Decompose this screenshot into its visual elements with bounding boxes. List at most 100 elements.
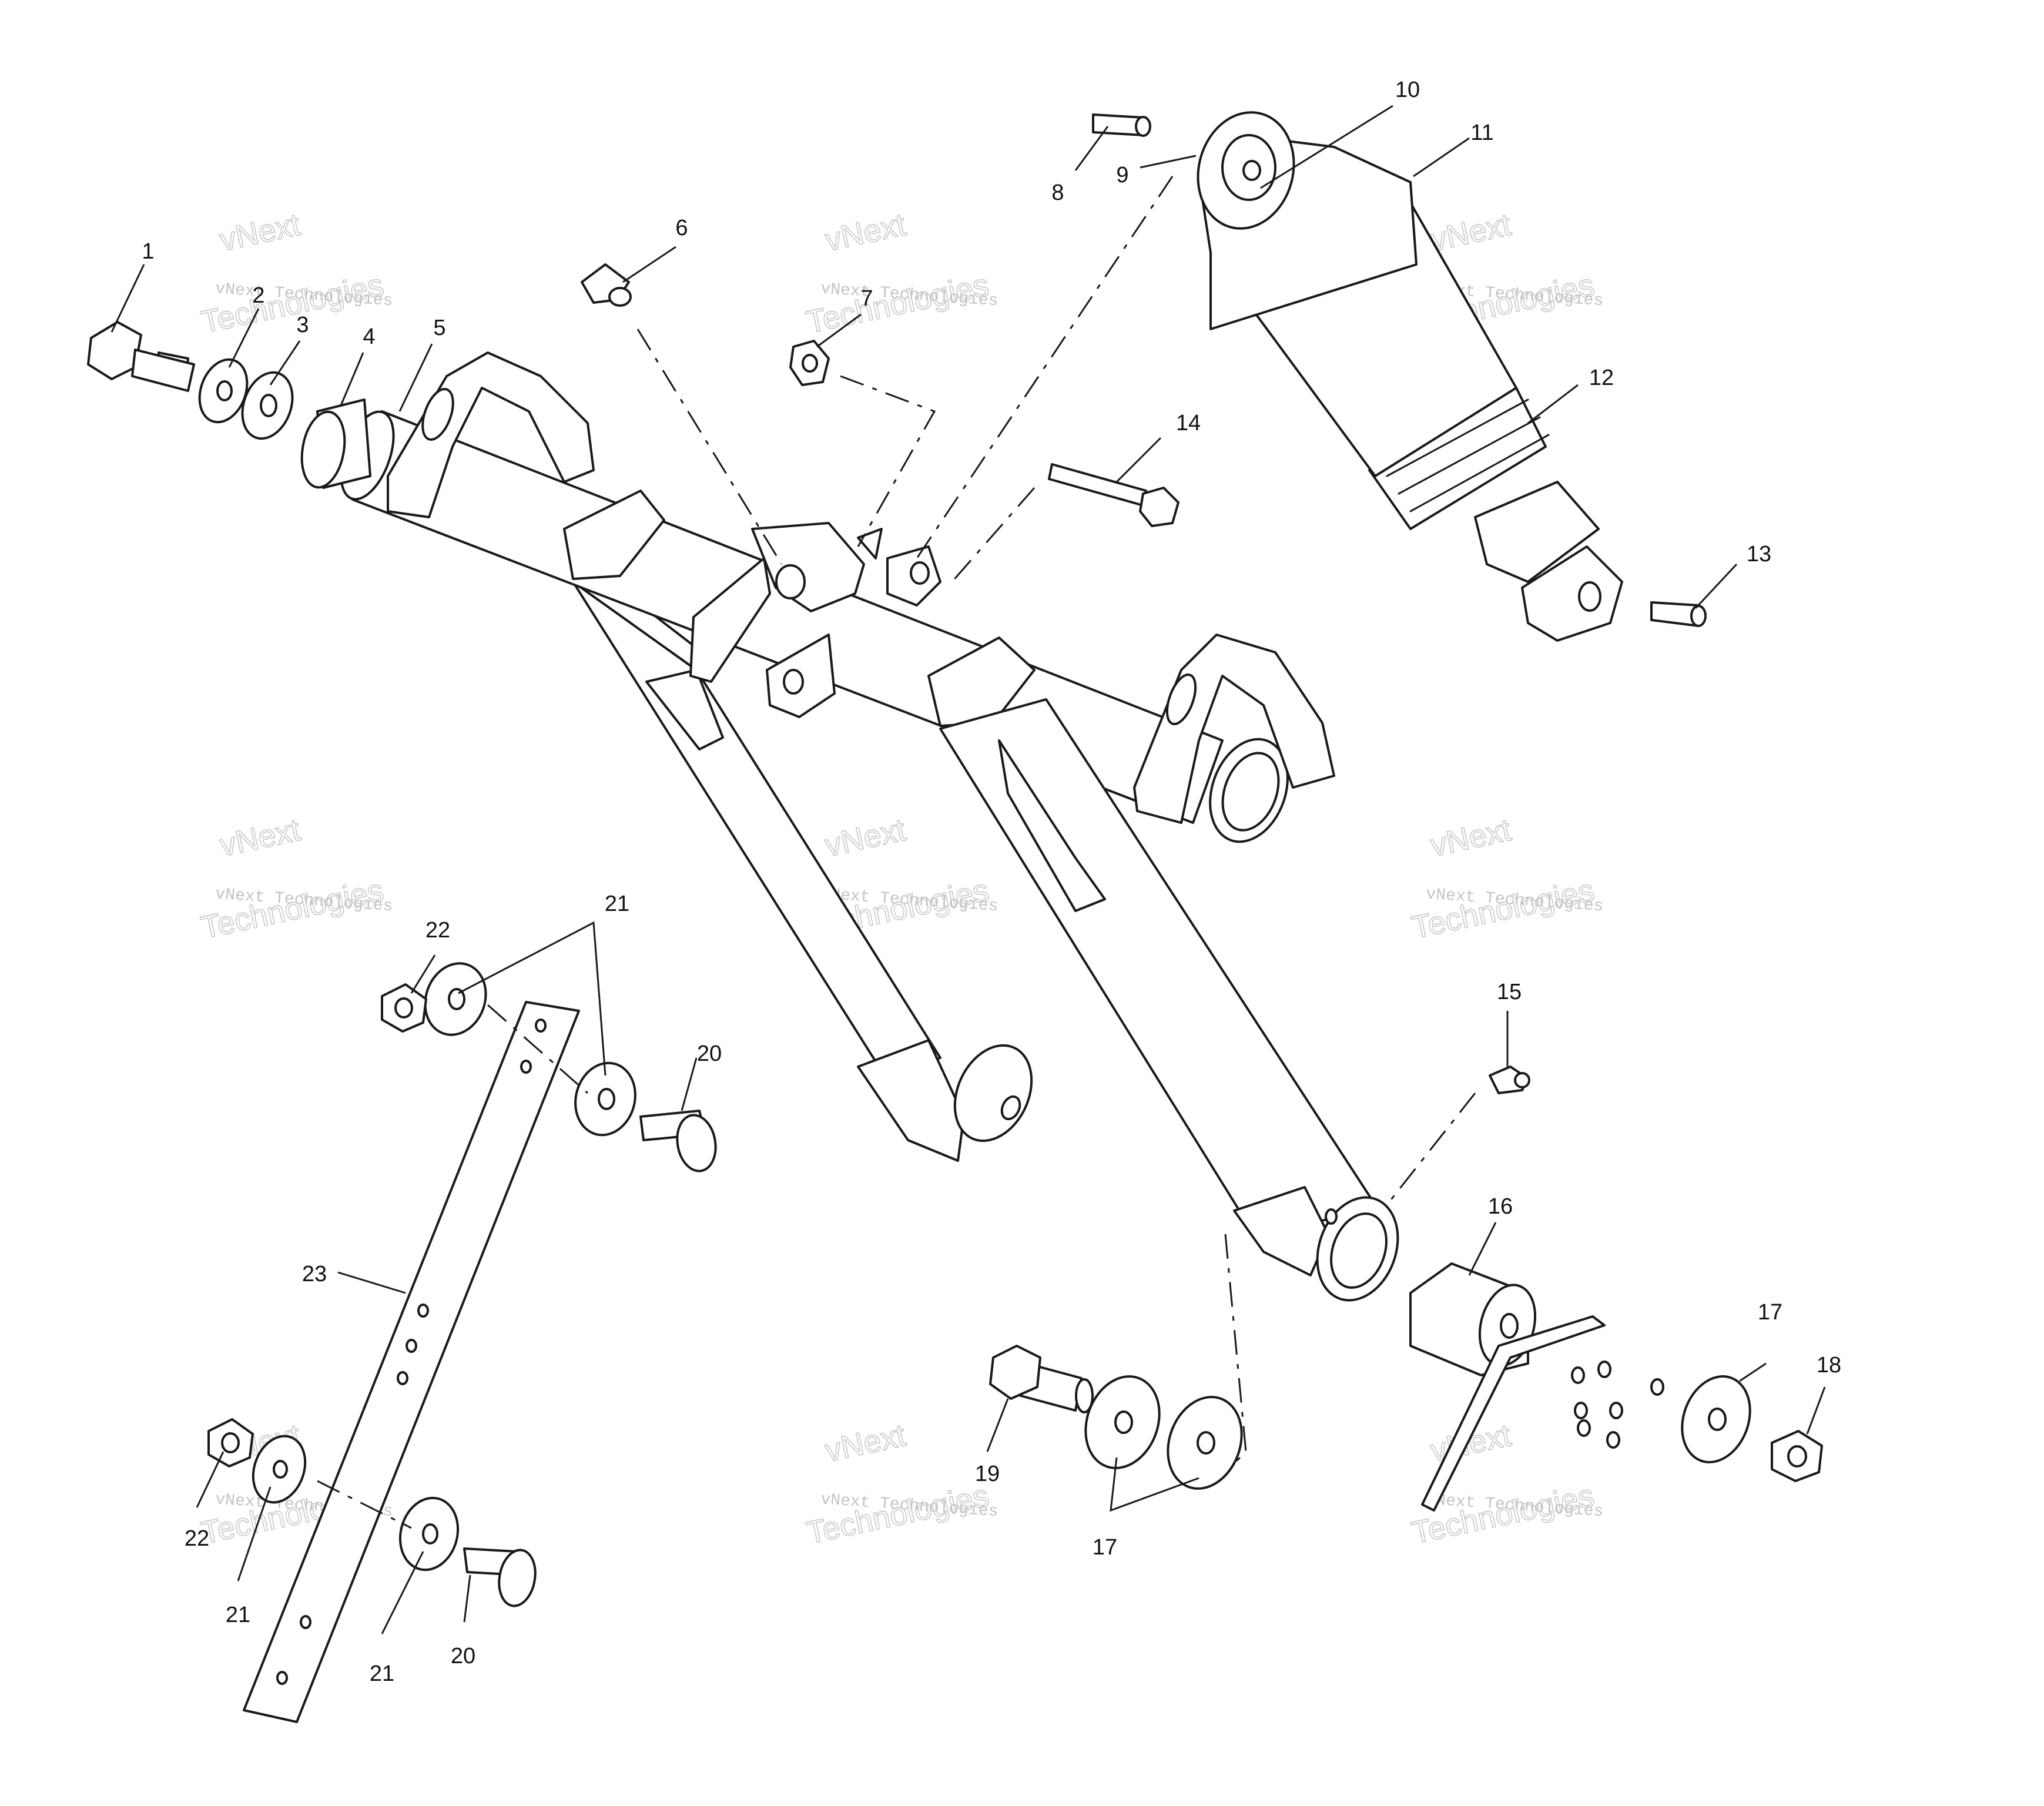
assembly-line-17: [1224, 1234, 1247, 1465]
watermark-line1: vNext: [217, 207, 304, 258]
watermark: vNext vNext Technologies Technologies: [803, 1417, 998, 1552]
leader-4: [340, 352, 364, 406]
part-15-grease-fitting: [1489, 1065, 1530, 1094]
part-21-washer-a: [424, 962, 487, 1036]
watermark-line3: Technologies: [1409, 873, 1597, 946]
part-17-washer-right: [1681, 1375, 1751, 1463]
swing-arm-left-gusset: [645, 669, 724, 750]
swing-arm-right-small-hole: [1325, 1208, 1338, 1225]
callout-17-left: 17: [1093, 1535, 1117, 1560]
watermark: vNext vNext Technologies Technologies: [803, 206, 998, 341]
callout-21-lower-right: 21: [370, 1661, 394, 1686]
part-20-pin-upper: [639, 1110, 717, 1172]
callout-22-lower: 22: [185, 1526, 209, 1551]
swing-arm: [340, 351, 1399, 1302]
leader-16: [1468, 1222, 1497, 1276]
leader-6: [622, 246, 676, 283]
part-shim-plate: [1421, 1315, 1664, 1512]
leader-23: [337, 1271, 406, 1294]
assembly-lines: [317, 176, 1476, 1529]
assembly-line-strap-lower: [317, 1480, 412, 1529]
callout-23: 23: [302, 1262, 327, 1286]
leader-12: [1527, 384, 1579, 424]
leader-20-lower: [463, 1574, 471, 1623]
cross-tube: [351, 410, 1224, 824]
watermark-line1: vNext: [822, 1418, 909, 1469]
assembly-line-6: [636, 329, 783, 565]
callout-13: 13: [1747, 542, 1771, 567]
callout-19: 19: [975, 1462, 1000, 1486]
leader-9: [1140, 155, 1197, 169]
cross-tube-right-bore: [1221, 752, 1280, 832]
leader-18: [1806, 1386, 1826, 1435]
part-1-bolt: [87, 321, 195, 392]
part-19-bolt: [989, 1345, 1094, 1413]
shock-mount-plate-hole: [783, 669, 804, 695]
part-7-nut: [789, 340, 830, 386]
callout-16: 16: [1488, 1194, 1513, 1219]
callout-6: 6: [675, 216, 688, 240]
assembly-line-strap-upper: [487, 1004, 588, 1094]
leader-5: [398, 343, 433, 412]
leader-13: [1694, 563, 1738, 609]
leader-3: [269, 340, 301, 386]
leader-22-upper: [410, 954, 436, 994]
assembly-line-15: [1386, 1093, 1476, 1205]
shock-ring-1: [1386, 398, 1529, 477]
callout-17-right: 17: [1758, 1300, 1782, 1325]
watermark-line3: Technologies: [198, 873, 387, 946]
leader-21-lower-left: [237, 1486, 272, 1581]
callout-11: 11: [1470, 120, 1493, 145]
watermark-line3: Technologies: [803, 1478, 992, 1551]
callout-21-lower-left: 21: [226, 1603, 250, 1627]
leader-17-right: [1739, 1362, 1767, 1382]
callout-20-lower: 20: [451, 1644, 475, 1668]
assembly-line-14: [951, 487, 1036, 582]
part-16-sleeve: [1409, 1262, 1537, 1376]
leader-14: [1115, 437, 1162, 483]
part-23-limiter-strap: [243, 1001, 580, 1723]
assembly-line-7: [840, 375, 936, 547]
swing-arm-left-end-hole: [1000, 1095, 1021, 1121]
leader-1: [110, 264, 145, 333]
watermark-line3: Technologies: [198, 267, 387, 340]
callout-12: 12: [1589, 366, 1614, 390]
callout-3: 3: [296, 313, 309, 337]
shock-mount-plate-left: [689, 557, 771, 683]
shock-mount-upper-hole: [910, 561, 930, 585]
callout-7: 7: [860, 286, 873, 311]
watermark-line1: vNext: [217, 812, 304, 863]
shock-ring-3: [1409, 434, 1550, 512]
leader-8: [1074, 126, 1109, 171]
leader-17-left: [1110, 1457, 1199, 1512]
part-20-pin-lower: [463, 1547, 537, 1607]
shock-lower-eye-hole: [1578, 581, 1601, 612]
leader-22-lower: [196, 1451, 224, 1508]
watermark-line1: vNext: [822, 812, 909, 863]
part-18-nut: [1771, 1430, 1823, 1482]
part-21-washer-b: [574, 1061, 636, 1137]
leader-lines: [110, 105, 1826, 1634]
part-17-washer-left-b: [1167, 1396, 1243, 1490]
callout-1: 1: [142, 239, 154, 264]
callout-4: 4: [363, 324, 375, 349]
part-22-nut-lower: [207, 1418, 254, 1467]
right-collar: [927, 636, 1036, 727]
right-strap-slot: [1165, 674, 1197, 725]
watermark-line1: vNext: [1428, 207, 1514, 258]
watermark: vNext vNext Technologies Technologies: [197, 812, 393, 946]
callout-20-upper: 20: [697, 1041, 722, 1066]
leader-21-lower-right: [381, 1551, 424, 1634]
shock-upper-bushing-hole: [1242, 160, 1261, 181]
part-6-grease-fitting: [581, 263, 632, 307]
watermark-line1: vNext: [822, 207, 909, 258]
shock-absorber: [1197, 111, 1623, 642]
watermark-line1: vNext: [1428, 812, 1514, 863]
leader-21-upper: [458, 921, 607, 1076]
callout-9: 9: [1116, 163, 1128, 187]
part-13-pin: [1650, 601, 1707, 627]
callout-8: 8: [1051, 180, 1064, 205]
callout-22-upper: 22: [425, 918, 450, 943]
part-4-bushing: [300, 398, 371, 489]
